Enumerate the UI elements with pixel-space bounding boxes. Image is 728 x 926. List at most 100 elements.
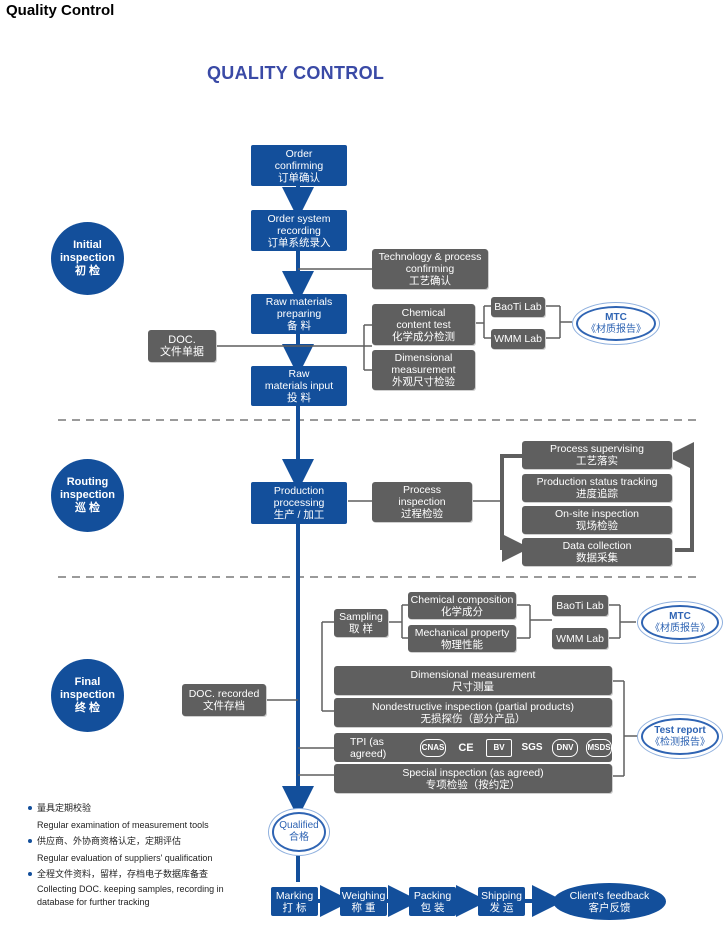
- page-header: Quality Control: [6, 2, 115, 19]
- production-processing-box: Production processing 生产 / 加工: [251, 482, 347, 524]
- box-line: Shipping: [481, 889, 522, 902]
- note-item: 全程文件资料，留样，存档电子数据库备查: [28, 866, 258, 883]
- note-cn: 供应商、外协商资格认定，定期评估: [37, 836, 182, 846]
- box-line: measurement: [391, 364, 456, 376]
- box-line: recording: [277, 224, 321, 237]
- note-item: 供应商、外协商资格认定，定期评估: [28, 833, 258, 850]
- box-line: Special inspection (as agreed): [402, 766, 544, 779]
- box-line-cn: 发 运: [489, 901, 514, 914]
- box-line: BaoTi Lab: [556, 599, 604, 612]
- oval-title: Qualified: [279, 820, 319, 831]
- stage-initial-inspection: Initial inspection 初 检: [51, 222, 124, 295]
- special-inspection-box: Special inspection (as agreed) 专项检验（按约定）: [334, 764, 612, 793]
- box-line: On-site inspection: [554, 508, 640, 520]
- box-line-cn: 工艺落实: [576, 455, 618, 467]
- client-feedback-oval: Client's feedback 客户反馈: [553, 883, 666, 920]
- oval-title: MTC: [669, 610, 691, 622]
- box-line-cn: 数据采集: [576, 552, 618, 564]
- stage-label: inspection: [59, 689, 115, 701]
- dimensional-measurement-final-box: Dimensional measurement 尺寸测量: [334, 666, 612, 695]
- box-line: Order: [285, 147, 313, 160]
- box-line-cn: 称 重: [351, 901, 376, 914]
- box-line-cn: 外观尺寸检验: [392, 376, 455, 388]
- box-line: confirming: [405, 263, 455, 275]
- box-line-cn: 化学成分检测: [392, 330, 455, 343]
- stage-label: inspection: [59, 489, 115, 501]
- dnv-mark-icon: DNV: [552, 738, 578, 757]
- box-line: DOC. recorded: [188, 688, 260, 700]
- box-line: Weighing: [341, 889, 386, 902]
- box-line: Mechanical property: [414, 626, 510, 639]
- msds-mark-icon: MSDS: [586, 738, 612, 757]
- notes-list: 量具定期校验 Regular examination of measuremen…: [28, 800, 258, 909]
- note-en: Regular evaluation of suppliers' qualifi…: [37, 852, 213, 863]
- box-line-cn: 订单系统录入: [267, 236, 331, 249]
- box-line-cn: 工艺确认: [409, 275, 451, 287]
- marking-box: Marking 打 标: [271, 887, 318, 916]
- box-line: Raw: [288, 368, 310, 380]
- page-title: QUALITY CONTROL: [207, 63, 385, 83]
- box-line: Technology & process: [378, 251, 482, 263]
- qualified-oval: Qualified 合格: [272, 812, 326, 852]
- stage-label: Final: [74, 676, 101, 688]
- box-line: WMM Lab: [494, 333, 542, 345]
- box-line-cn: 进度追踪: [576, 488, 618, 500]
- oval-title: Test report: [654, 724, 706, 736]
- box-line: Process: [403, 484, 441, 496]
- raw-materials-input-box: Raw materials input 投 料: [251, 366, 347, 406]
- baoti-lab-box: BaoTi Lab: [491, 297, 545, 317]
- order-confirming-box: Order confirming 订单确认: [251, 145, 347, 186]
- data-collection-box: Data collection 数据采集: [522, 538, 672, 566]
- box-line-cn: 文件存档: [203, 700, 245, 712]
- tpi-box: TPI (as agreed) CNAS CE BV SGS DNV MSDS: [334, 733, 612, 762]
- note-item: 量具定期校验: [28, 800, 258, 817]
- oval-subtitle: 《材质报告》: [586, 323, 646, 335]
- oval-subtitle: 《材质报告》: [650, 622, 710, 634]
- box-line: Process supervising: [550, 443, 644, 455]
- box-line: Packing: [413, 889, 452, 902]
- box-line: Production status tracking: [536, 476, 658, 488]
- stage-label: inspection: [59, 252, 115, 264]
- mechanical-property-box: Mechanical property 物理性能: [408, 625, 516, 652]
- order-system-box: Order system recording 订单系统录入: [251, 210, 347, 251]
- box-line: content test: [396, 318, 451, 331]
- box-line: processing: [273, 497, 325, 509]
- box-line-cn: 包 装: [420, 901, 445, 914]
- box-line-cn: 投 料: [287, 392, 311, 404]
- packing-box: Packing 包 装: [409, 887, 456, 916]
- box-line: Chemical: [401, 306, 446, 319]
- shipping-box: Shipping 发 运: [478, 887, 525, 916]
- box-line: confirming: [274, 159, 324, 172]
- chemical-content-box: Chemical content test 化学成分检测: [372, 304, 475, 345]
- final-wmm-lab-box: WMM Lab: [552, 628, 608, 649]
- stage-label: Routing: [66, 476, 109, 488]
- box-line-cn: 文件单据: [160, 346, 204, 358]
- box-line: WMM Lab: [556, 632, 604, 645]
- bv-mark-icon: BV: [486, 738, 512, 757]
- wmm-lab-box: WMM Lab: [491, 329, 545, 349]
- stage-label-cn: 巡 检: [74, 502, 101, 514]
- nondestructive-inspection-box: Nondestructive inspection (partial produ…: [334, 698, 612, 727]
- weighing-box: Weighing 称 重: [340, 887, 387, 916]
- dimensional-measurement-box: Dimensional measurement 外观尺寸检验: [372, 350, 475, 390]
- bullet-icon: [28, 839, 32, 843]
- doc-recorded-box: DOC. recorded 文件存档: [182, 684, 266, 716]
- doc-box: DOC. 文件单据: [148, 330, 216, 362]
- box-line-cn: 专项检验（按约定）: [425, 778, 521, 791]
- box-line: BaoTi Lab: [494, 301, 542, 313]
- stage-label: Initial: [73, 239, 102, 251]
- box-line: Marking: [275, 889, 314, 902]
- box-line-cn: 尺寸测量: [452, 680, 494, 693]
- note-en: Regular examination of measurement tools: [37, 819, 209, 830]
- box-line-cn: 取 样: [349, 623, 373, 635]
- note-cn: 全程文件资料，留样，存档电子数据库备查: [37, 869, 209, 879]
- box-line: Sampling: [339, 611, 383, 623]
- box-line-cn: 现场检验: [576, 520, 618, 532]
- box-line: Raw materials: [265, 296, 333, 308]
- box-line-cn: 打 标: [282, 901, 307, 914]
- box-line-cn: 备 料: [287, 320, 311, 332]
- box-line: Order system: [267, 212, 331, 225]
- process-inspection-box: Process inspection 过程检验: [372, 482, 472, 522]
- oval-subtitle: 客户反馈: [588, 901, 631, 914]
